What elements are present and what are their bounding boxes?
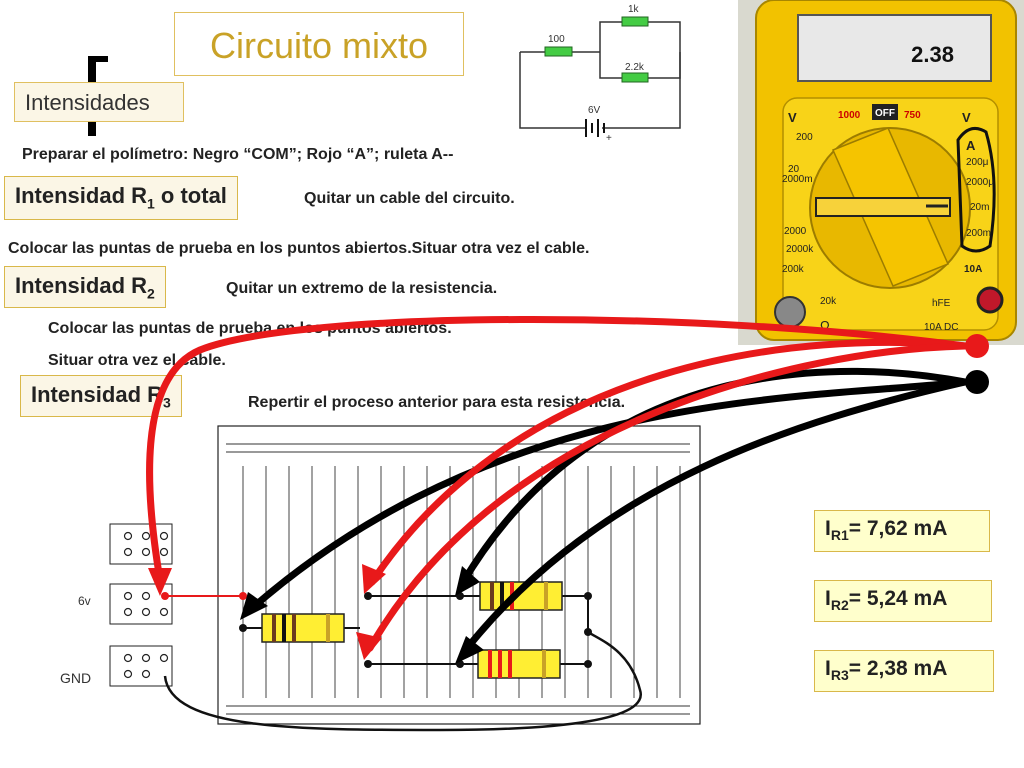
label-2000k: 2000k	[786, 244, 814, 255]
result-r1-sub: R1	[830, 527, 849, 544]
resistor-2k2-symbol	[621, 72, 649, 83]
connector-gnd[interactable]	[109, 645, 173, 687]
multimeter: V 1000 OFF 750 V A 200μ 2000μ 20m 200m 2…	[738, 0, 1024, 345]
battery-plus-sign: +	[606, 133, 612, 144]
heading-r1-suffix: o total	[154, 183, 227, 208]
label-2000u: 2000μ	[966, 177, 994, 188]
label-ohm: Ω	[820, 318, 830, 333]
label-200m: 200m	[966, 228, 991, 239]
label-2000m: 2000m	[782, 174, 813, 185]
result-r2-sub: R2	[830, 597, 849, 614]
label-v750: 750	[904, 110, 921, 121]
result-r3-prefix: I	[825, 657, 831, 680]
result-r3-sub: R3	[830, 667, 849, 684]
subtitle-box: Intensidades	[14, 82, 184, 122]
schematic-label-100: 100	[548, 34, 565, 45]
heading-r2: Intensidad R2	[4, 266, 166, 308]
step1-detail: Colocar las puntas de prueba en los punt…	[8, 240, 590, 257]
result-r1-suffix: = 7,62 mA	[848, 517, 948, 540]
label-200u: 200μ	[966, 157, 989, 168]
label-hfe: hFE	[932, 298, 951, 309]
step2-text: Quitar un extremo de la resistencia.	[226, 280, 498, 297]
schematic-label-6v: 6V	[588, 105, 601, 116]
result-r2-suffix: = 5,24 mA	[848, 587, 948, 610]
circuit-schematic: 100 1k 2.2k 6V +	[519, 4, 681, 144]
battery-symbol	[585, 119, 605, 137]
label-20k: 20k	[820, 296, 837, 307]
result-r2-prefix: I	[825, 587, 831, 610]
resistor-1k-symbol	[621, 16, 649, 27]
label-v-dc: V	[788, 110, 797, 125]
resistor-r1	[261, 613, 345, 643]
result-r1: IR1= 7,62 mA	[814, 510, 990, 552]
amps-range-highlight	[956, 126, 996, 253]
result-r3: IR3= 2,38 mA	[814, 650, 994, 692]
wire-gnd	[163, 630, 642, 732]
result-r2: IR2= 5,24 mA	[814, 580, 992, 622]
resistor-r3	[477, 649, 561, 679]
step3-text: Repertir el proceso anterior para esta r…	[248, 394, 626, 411]
subtitle: Intensidades	[25, 90, 150, 115]
title-box: Circuito mixto	[174, 12, 464, 76]
label-2000-b: 2000	[784, 226, 807, 237]
label-6v: 6v	[78, 594, 91, 608]
multimeter-reading: 2.38	[911, 42, 954, 67]
label-v-ac: V	[962, 110, 971, 125]
prepare-instructions: Preparar el polímetro: Negro “COM”; Rojo…	[22, 146, 454, 163]
label-10a-dc: 10A DC	[924, 322, 958, 333]
result-r3-suffix: = 2,38 mA	[848, 657, 948, 680]
connector-top	[109, 523, 173, 565]
label-v1000: 1000	[838, 110, 861, 121]
resistor-100-symbol	[544, 46, 573, 57]
schematic-label-2k2: 2.2k	[625, 62, 645, 73]
label-200k: 200k	[782, 264, 805, 275]
probe-leads-red	[146, 316, 969, 652]
label-off: OFF	[875, 108, 895, 119]
probe-red-terminal[interactable]	[965, 334, 989, 358]
page-title: Circuito mixto	[209, 25, 429, 66]
label-10a: 10A	[964, 264, 982, 275]
label-amps: A	[966, 138, 976, 153]
heading-r2-prefix: Intensidad R	[15, 273, 148, 298]
heading-r1-sub: 1	[147, 195, 155, 212]
connector-6v[interactable]	[109, 583, 173, 625]
heading-r3-prefix: Intensidad R	[31, 382, 164, 407]
heading-r2-sub: 2	[147, 285, 155, 302]
label-200-a: 200	[796, 132, 813, 143]
step1-text: Quitar un cable del circuito.	[304, 190, 515, 207]
label-gnd: GND	[60, 670, 91, 686]
label-20m: 20m	[970, 202, 989, 213]
probe-black-terminal[interactable]	[965, 370, 989, 394]
off-position	[872, 104, 898, 120]
schematic-label-1k: 1k	[628, 4, 640, 15]
multimeter-display: 2.38	[797, 14, 992, 82]
heading-r1: Intensidad R1 o total	[4, 176, 238, 220]
heading-r1-prefix: Intensidad R	[15, 183, 148, 208]
heading-r3-sub: 3	[163, 394, 171, 411]
jack-red[interactable]	[976, 286, 1004, 314]
result-r1-prefix: I	[825, 517, 831, 540]
label-20-a: 20	[788, 164, 800, 175]
dial-pointer	[815, 197, 951, 217]
